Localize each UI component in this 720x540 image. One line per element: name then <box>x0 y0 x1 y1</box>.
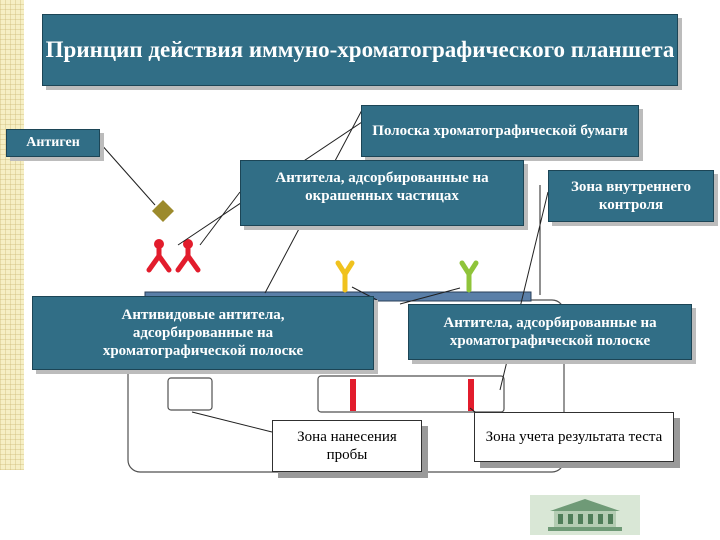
control-line <box>468 379 474 411</box>
antibody-yellow-icon <box>335 260 355 293</box>
side-pattern <box>0 0 24 470</box>
antibody-red-icon <box>175 243 201 273</box>
footer-logo <box>530 495 640 535</box>
label-control-zone: Зона внутреннего контроля <box>548 170 714 222</box>
antibody-green-icon <box>459 260 479 293</box>
label-colored-antibodies: Антитела, адсорбированные на окрашенных … <box>240 160 524 226</box>
label-strip-antibodies: Антитела, адсорбированные на хроматограф… <box>408 304 692 360</box>
test-line <box>350 379 356 411</box>
sample-window <box>167 377 213 411</box>
label-sample-zone: Зона нанесения пробы <box>272 420 422 472</box>
label-anti-species: Антивидовые антитела, адсорбированные на… <box>32 296 374 370</box>
antigen-icon <box>152 200 174 222</box>
label-result-zone: Зона учета результата теста <box>474 412 674 462</box>
page-title: Принцип действия иммуно-хроматографическ… <box>42 14 678 86</box>
result-window <box>317 375 505 413</box>
antibody-red-icon <box>146 243 172 273</box>
label-strip: Полоска хроматографической бумаги <box>361 105 639 157</box>
label-antigen: Антиген <box>6 129 100 157</box>
